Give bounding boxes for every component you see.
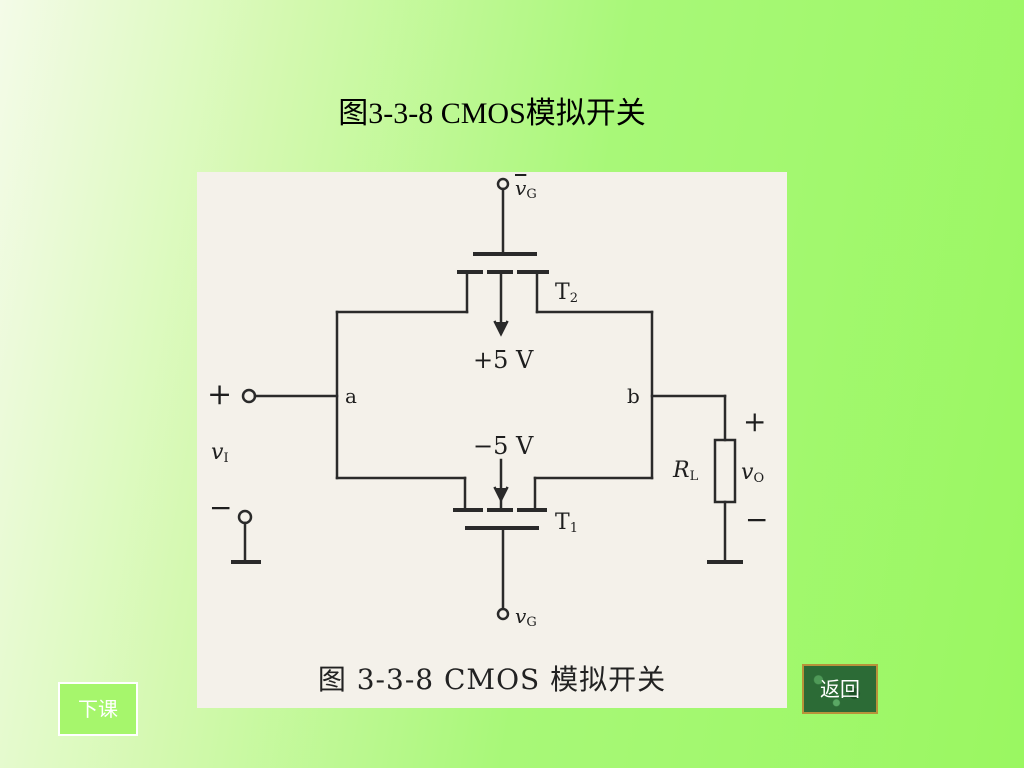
load-resistor xyxy=(713,438,737,504)
vi-label: vI xyxy=(211,440,229,466)
node-a-label: a xyxy=(345,384,357,408)
cmos-switch-schematic xyxy=(231,177,743,621)
node-b-label: b xyxy=(627,384,640,408)
slide-title: 图3-3-8 CMOS模拟开关 xyxy=(338,97,646,130)
figure-caption: 图 3-3-8 CMOS 模拟开关 xyxy=(317,663,667,696)
circuit-figure: vG T2 +5 V −5 V a b + vI − T1 vG RL vO +… xyxy=(197,172,787,708)
vg-bar-label: vG xyxy=(515,176,537,202)
input-minus-terminal xyxy=(237,509,253,525)
vg-terminal xyxy=(496,607,510,621)
input-plus-terminal xyxy=(241,388,257,404)
output-minus-sign: − xyxy=(745,503,769,536)
output-plus-sign: + xyxy=(743,405,767,438)
vg-label: vG xyxy=(515,604,537,630)
vo-label: vO xyxy=(741,460,765,486)
t2-label: T2 xyxy=(555,280,578,306)
vg-bar-terminal xyxy=(496,177,510,191)
plus5v-label: +5 V xyxy=(473,346,534,374)
end-class-button[interactable]: 下课 xyxy=(58,682,138,736)
input-minus-sign: − xyxy=(209,491,233,524)
t1-label: T1 xyxy=(555,510,578,536)
minus5v-label: −5 V xyxy=(473,432,534,460)
back-button[interactable]: 返回 xyxy=(802,664,878,714)
rl-label: RL xyxy=(673,458,699,484)
input-plus-sign: + xyxy=(207,377,233,412)
